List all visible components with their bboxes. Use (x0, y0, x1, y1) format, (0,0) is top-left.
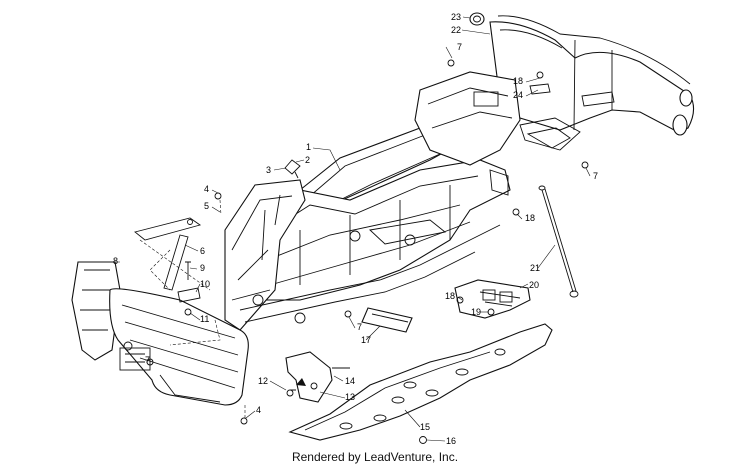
callout-9: 9 (200, 263, 205, 273)
rear-rack (489, 15, 695, 151)
callout-7-top: 7 (457, 42, 462, 52)
callout-4-upper: 4 (204, 184, 209, 194)
main-frame (224, 71, 521, 331)
callout-24: 24 (513, 90, 523, 100)
callout-7-bumper: 7 (145, 355, 150, 365)
callout-17: 17 (361, 335, 371, 345)
footrest-bracket (454, 279, 531, 319)
bolt-4-upper (214, 192, 222, 200)
callout-18-right: 18 (525, 213, 535, 223)
bolt-4-lower (240, 417, 248, 425)
bolt-7-mid (344, 310, 352, 318)
foot-strap (361, 307, 413, 333)
callout-18-low: 18 (445, 291, 455, 301)
bolt-12 (286, 389, 294, 397)
bolt-7-right (581, 161, 589, 169)
callout-23: 23 (451, 12, 461, 22)
callout-14: 14 (345, 376, 355, 386)
callout-3: 3 (266, 165, 271, 175)
tag-plate (529, 83, 551, 95)
callout-7-mid: 7 (357, 322, 362, 332)
callout-8: 8 (113, 256, 118, 266)
callout-20: 20 (529, 280, 539, 290)
engine-mount-bracket (285, 351, 350, 403)
callout-13: 13 (345, 392, 355, 402)
bolt-18-low (456, 296, 464, 304)
skid-plate (288, 323, 553, 444)
bolt-7-top (447, 59, 455, 67)
callout-labels: 1 2 3 4 4 5 6 7 7 7 7 8 9 10 11 12 13 14… (113, 12, 598, 446)
callout-10: 10 (200, 279, 210, 289)
callout-7-right: 7 (593, 171, 598, 181)
bumper-fasteners (177, 261, 201, 316)
callout-18-top: 18 (513, 76, 523, 86)
front-bumper (71, 261, 249, 406)
bumper-bracket (134, 217, 202, 241)
callout-2: 2 (305, 155, 310, 165)
callout-12: 12 (258, 376, 268, 386)
support-rod (538, 185, 579, 298)
callout-5: 5 (204, 201, 209, 211)
callout-4-lower: 4 (256, 405, 261, 415)
callout-21: 21 (530, 263, 540, 273)
bumper-brace (163, 234, 189, 291)
callout-6: 6 (200, 246, 205, 256)
callout-16: 16 (446, 436, 456, 446)
callout-22: 22 (451, 25, 461, 35)
end-cap (469, 12, 485, 26)
callout-19: 19 (471, 307, 481, 317)
leader-lines (100, 16, 591, 442)
callout-15: 15 (420, 422, 430, 432)
bolt-18-right (512, 208, 520, 216)
parts-diagram: 1 2 3 4 4 5 6 7 7 7 7 8 9 10 11 12 13 14… (71, 12, 695, 446)
callout-1: 1 (306, 142, 311, 152)
render-credit: Rendered by LeadVenture, Inc. (291, 450, 459, 464)
clip-bracket (284, 159, 301, 179)
callout-11: 11 (200, 314, 209, 324)
bolt-7-bumper (146, 358, 154, 366)
